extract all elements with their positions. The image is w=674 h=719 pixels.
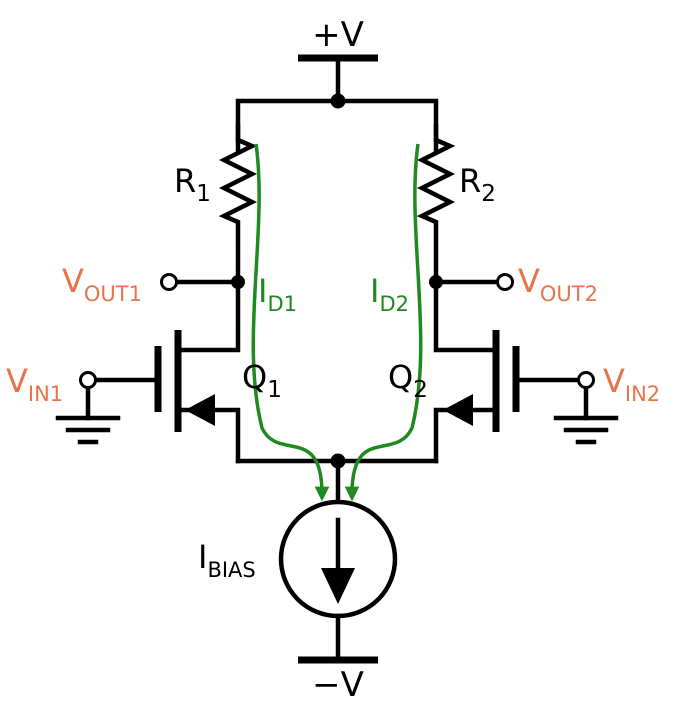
id2-label: ID2 (370, 272, 409, 316)
positive-supply-rail (235, 54, 439, 155)
transistor-q1 (154, 279, 241, 464)
r1-label: R1 (174, 162, 211, 207)
resistor-r2 (416, 123, 456, 285)
q1-label: Q1 (242, 358, 282, 403)
vin1-label: VIN1 (6, 362, 63, 406)
vin1-input (55, 371, 161, 445)
r2-label: R2 (459, 162, 496, 207)
current-path-id1 (251, 143, 330, 502)
vout2-label: VOUT2 (518, 262, 598, 306)
current-path-id2 (344, 143, 423, 502)
current-source-ibias (278, 499, 398, 663)
id1-label: ID1 (258, 272, 297, 316)
q2-label: Q2 (388, 358, 428, 403)
supply-positive-label: +V (312, 15, 364, 55)
vin1-terminal[interactable] (79, 371, 97, 389)
ibias-label: IBIAS (198, 538, 256, 582)
supply-negative-label: −V (312, 665, 364, 705)
vin2-terminal[interactable] (577, 371, 595, 389)
tail-node (235, 453, 439, 505)
vin2-label: VIN2 (603, 362, 660, 406)
vout1-label: VOUT1 (62, 262, 142, 306)
transistor-q2 (433, 279, 520, 464)
vout2-node (429, 273, 514, 291)
vin2-input (513, 371, 619, 445)
vout2-terminal[interactable] (496, 273, 514, 291)
resistor-r1 (218, 123, 258, 285)
vout1-terminal[interactable] (160, 273, 178, 291)
vout1-node (160, 273, 245, 291)
